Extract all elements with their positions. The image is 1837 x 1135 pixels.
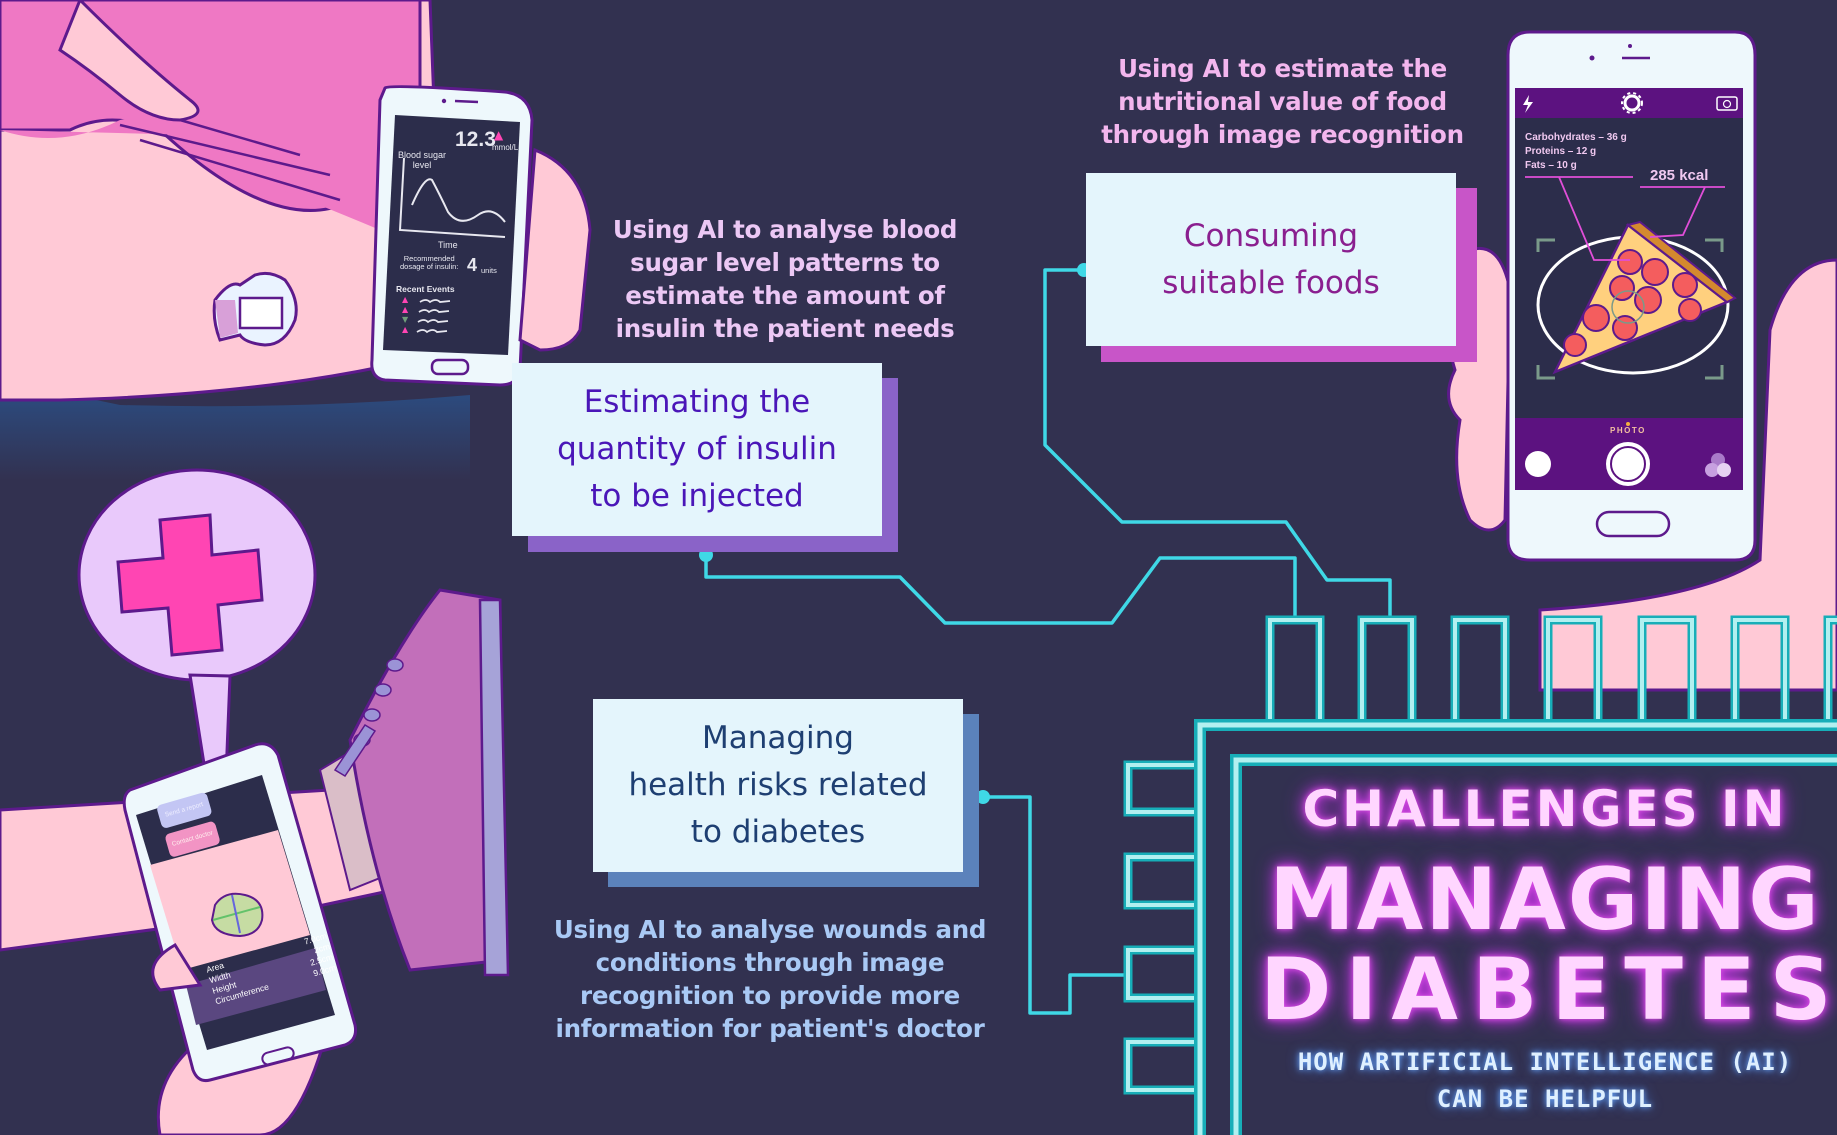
nutrient-item: Fats – 10 g [1525,160,1577,171]
title-line-2: MANAGING [1269,850,1821,950]
glucose-unit: mmol/L [492,143,519,152]
arrow-down-icon: ▼ [402,315,409,324]
insulin-caption: Using AI to analyse blood sugar level pa… [612,215,958,343]
nutrient-item: Proteins – 12 g [1525,146,1597,157]
health-box: Managing health risks related to diabete… [593,699,963,872]
title-line-1: CHALLENGES IN [1302,780,1788,838]
food-phone-illustration [1506,30,1757,562]
dosage-unit: units [481,266,497,275]
calories-label: 285 kcal [1650,167,1709,184]
subtitle-line-1: HOW ARTIFICIAL INTELLIGENCE (AI) [1297,1048,1793,1076]
flash-icon [1523,95,1533,113]
food-caption: Using AI to estimate the nutritional val… [1101,54,1464,149]
arrow-up-icon: ▲ [402,305,409,314]
subtitle-line-2: CAN BE HELPFUL [1436,1085,1654,1113]
arrow-up-icon: ▲ [494,128,504,142]
x-axis-label: Time [438,240,458,250]
chip-illustration [1123,615,1837,1135]
dosage-value: 4 [467,255,478,275]
glucose-reading: 12.3 [455,128,496,151]
arrow-up-icon: ▲ [402,295,409,304]
trace-node [976,790,990,804]
y-axis-label: Blood sugar level [398,150,447,170]
medical-cross-icon [116,513,264,657]
nutrients-list: Carbohydrates – 36 g Proteins – 12 g Fat… [1525,131,1627,173]
glucose-sensor-icon [212,271,298,347]
gear-icon [1621,92,1643,114]
food-box: Consuming suitable foods [1086,173,1456,346]
torso-illustration [0,0,470,480]
glucose-phone-illustration [370,85,592,387]
camera-switch-icon [1716,96,1738,111]
events-title: Recent Events [396,284,455,294]
insulin-box: Estimating the quantity of insulin to be… [512,363,882,536]
nutrient-item: Carbohydrates – 36 g [1525,132,1627,143]
title-line-3: DIABETES [1260,940,1837,1040]
health-caption: Using AI to analyse wounds and condition… [553,915,987,1043]
dosage-label: Recommended dosage of insulin: [400,254,459,271]
gallery-icon [1705,453,1731,477]
circuit-traces [704,268,1392,1015]
arrow-up-icon: ▲ [402,325,409,334]
photo-mode-tab[interactable]: PHOTO [1610,426,1646,435]
